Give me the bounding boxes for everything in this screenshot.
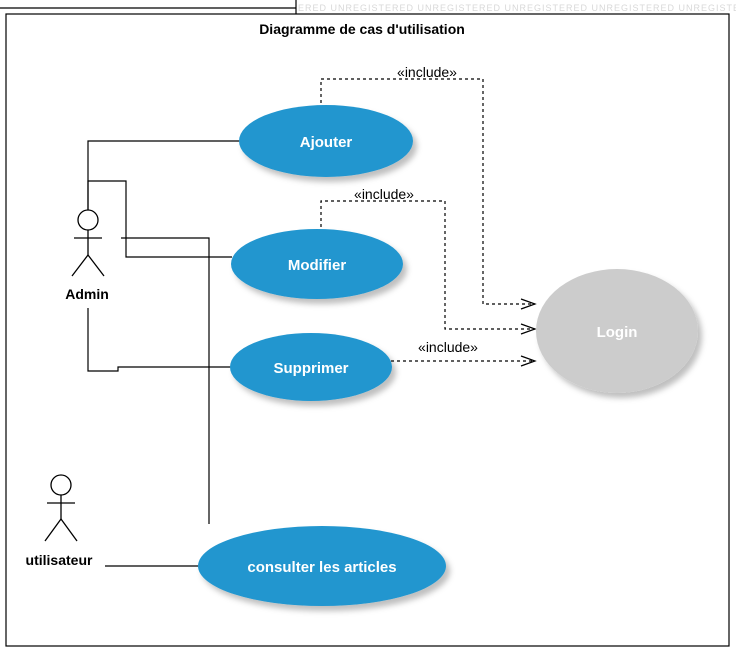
user-label: utilisateur	[26, 552, 93, 568]
include-arrow-modifier	[520, 323, 537, 335]
admin-right-leg	[87, 254, 105, 277]
user-left-leg	[44, 518, 62, 542]
user-actor[interactable]: utilisateur	[26, 474, 93, 568]
include-label-modifier: «include»	[354, 186, 414, 202]
admin-left-leg	[71, 254, 89, 277]
include-label-supprimer: «include»	[418, 339, 478, 355]
association-lines	[87, 140, 240, 567]
use-case-consulter[interactable]: consulter les articles	[198, 526, 446, 606]
diagram-frame	[5, 13, 730, 647]
assoc-admin-supprimer	[87, 308, 232, 372]
use-case-ajouter[interactable]: Ajouter	[239, 105, 413, 177]
include-relations	[320, 78, 537, 367]
user-right-leg	[60, 518, 78, 542]
use-case-login[interactable]: Login	[536, 269, 698, 393]
include-arrow-supprimer	[520, 355, 537, 367]
unregistered-watermark: ERED UNREGISTERED UNREGISTERED UNREGISTE…	[298, 3, 736, 13]
use-case-supprimer-label: Supprimer	[273, 360, 348, 377]
assoc-admin-modifier	[87, 180, 232, 258]
use-case-ajouter-label: Ajouter	[300, 134, 353, 151]
admin-actor[interactable]: Admin	[65, 209, 109, 302]
use-case-modifier[interactable]: Modifier	[231, 229, 403, 299]
use-case-consulter-label: consulter les articles	[247, 559, 396, 576]
admin-label: Admin	[65, 286, 109, 302]
include-arrow-ajouter	[520, 298, 537, 310]
diagram-title: Diagramme de cas d'utilisation	[259, 21, 465, 37]
use-case-modifier-label: Modifier	[288, 257, 346, 274]
use-case-login-label: Login	[597, 324, 638, 341]
include-label-ajouter: «include»	[397, 64, 457, 80]
use-case-supprimer[interactable]: Supprimer	[230, 333, 392, 401]
include-line-modifier	[320, 200, 535, 330]
include-line-ajouter	[320, 78, 535, 305]
admin-head-icon	[77, 209, 99, 231]
assoc-admin-consulter	[121, 237, 210, 524]
user-head-icon	[50, 474, 72, 496]
assoc-admin-ajouter	[87, 140, 240, 210]
